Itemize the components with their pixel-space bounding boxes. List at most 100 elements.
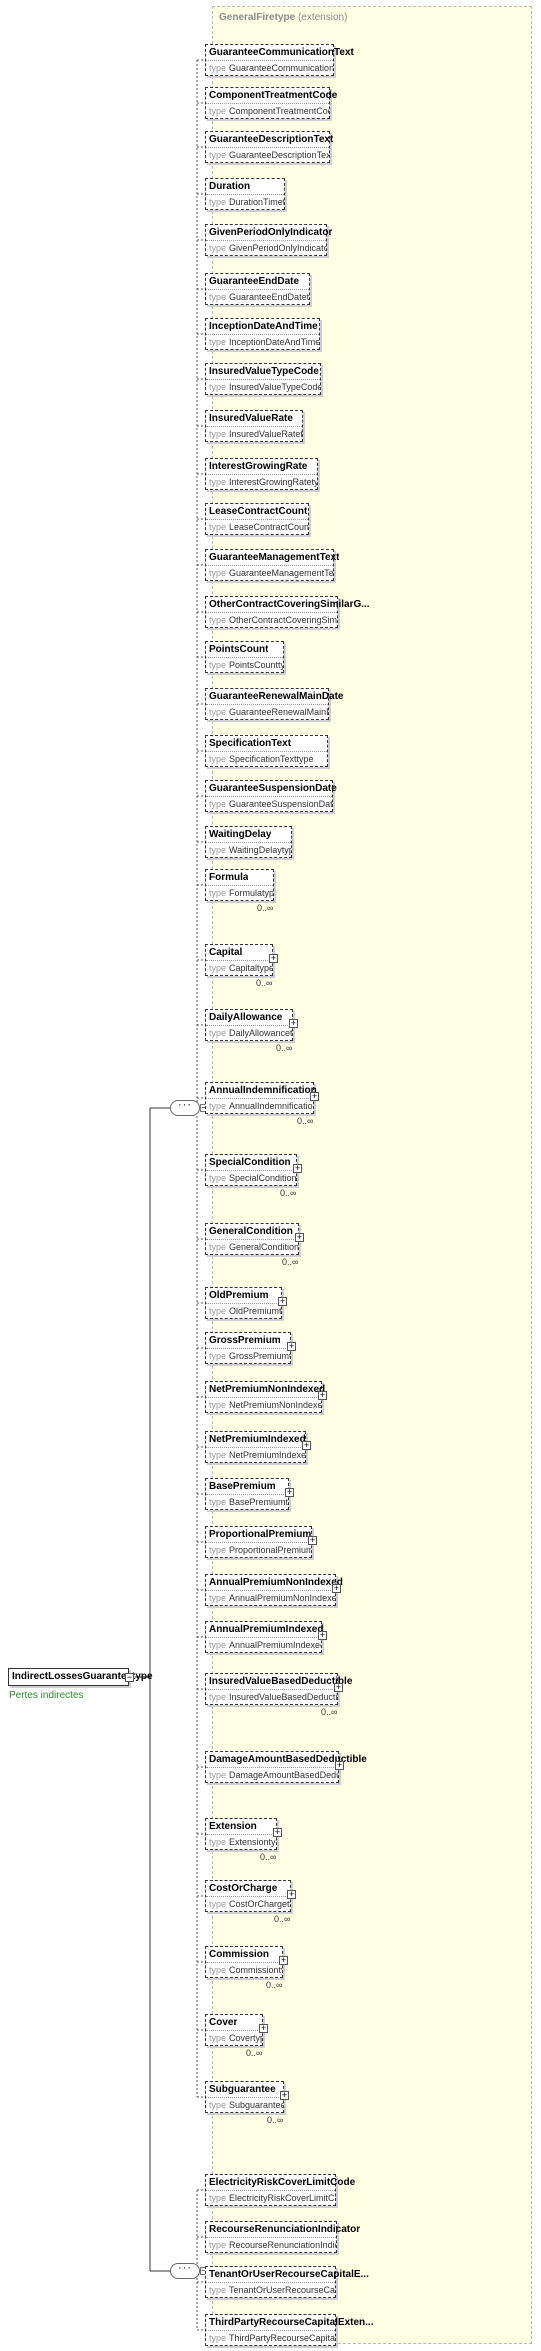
sequence-compositor-icon[interactable]: ···− — [170, 2263, 208, 2279]
element-type: typeOtherContractCoveringSimilarGu... — [206, 612, 337, 628]
expand-icon[interactable]: + — [259, 2023, 268, 2033]
expand-icon[interactable]: + — [280, 2090, 289, 2100]
collapse-icon[interactable]: − — [125, 1672, 134, 1682]
expand-icon[interactable]: + — [302, 1440, 311, 1450]
expand-icon[interactable]: + — [278, 1296, 287, 1306]
expand-icon[interactable]: + — [279, 1955, 288, 1965]
root-element[interactable]: IndirectLossesGuaranteetype − — [8, 1668, 153, 1686]
schema-element[interactable]: BasePremiumtypeBasePremiumtype+ — [205, 1478, 294, 1510]
element-name: NetPremiumIndexed — [209, 1434, 306, 1445]
expand-icon[interactable]: + — [335, 1760, 344, 1770]
schema-element[interactable]: OldPremiumtypeOldPremiumtype+ — [205, 1287, 287, 1319]
sequence-compositor-icon[interactable]: ···− — [170, 1100, 208, 1116]
type-name: RecourseRenunciationIndicatort... — [229, 2240, 336, 2250]
expand-icon[interactable]: + — [273, 1827, 282, 1837]
schema-element[interactable]: DurationtypeDurationTimetype — [205, 178, 285, 210]
element-name: OldPremium — [209, 1290, 269, 1301]
expand-icon[interactable]: + — [287, 1889, 296, 1899]
element-type: typeRecourseRenunciationIndicatort... — [206, 2237, 336, 2253]
element-name: Commission — [209, 1949, 270, 1960]
element-type: typeGuaranteeRenewalMainDatetype — [206, 704, 328, 720]
schema-element[interactable]: ExtensiontypeExtensiontype+ — [205, 1818, 282, 1850]
schema-element[interactable]: CovertypeCovertype+ — [205, 2014, 268, 2046]
schema-element[interactable]: GuaranteeEndDatetypeGuaranteeEndDatetype — [205, 273, 310, 305]
schema-element[interactable]: CostOrChargetypeCostOrChargetype+ — [205, 1880, 296, 1912]
schema-element[interactable]: SubguaranteetypeSubguaranteetype+ — [205, 2081, 289, 2113]
element-type: typeThirdPartyRecourseCapitalExten... — [206, 2330, 335, 2346]
schema-element[interactable]: SpecialConditiontypeSpecialConditiontype… — [205, 1154, 302, 1186]
expand-icon[interactable]: + — [318, 1630, 327, 1640]
expand-icon[interactable]: + — [269, 953, 278, 963]
schema-element[interactable]: NetPremiumIndexedtypeNetPremiumIndexedty… — [205, 1431, 311, 1463]
extension-name: GeneralFiretype — [219, 12, 296, 23]
expand-icon[interactable]: + — [318, 1390, 327, 1400]
element-name: CostOrCharge — [209, 1883, 278, 1894]
schema-element[interactable]: InsuredValueRatetypeInsuredValueRatetype — [205, 410, 303, 442]
expand-icon[interactable]: + — [287, 1341, 296, 1351]
schema-element[interactable]: Commission typeCommissiontype+ — [205, 1946, 288, 1978]
type-name: OtherContractCoveringSimilarGu... — [229, 615, 337, 625]
element-name: DailyAllowance — [209, 1012, 283, 1023]
schema-element[interactable]: GrossPremiumtypeGrossPremiumtype+ — [205, 1332, 296, 1364]
element-type: typeCommissiontype — [206, 1962, 282, 1978]
schema-element[interactable]: DailyAllowancetypeDailyAllowancetype+ — [205, 1009, 298, 1041]
schema-element[interactable]: LeaseContractCounttypeLeaseContractCount… — [205, 503, 309, 535]
expand-icon[interactable]: + — [308, 1535, 317, 1545]
expand-icon[interactable]: + — [295, 1232, 304, 1242]
expand-icon[interactable]: + — [332, 1583, 341, 1593]
expand-icon[interactable]: + — [310, 1091, 319, 1101]
type-keyword: type — [209, 1450, 227, 1460]
expand-icon[interactable]: + — [289, 1018, 298, 1028]
schema-element[interactable]: FormulatypeFormulatype — [205, 869, 274, 901]
cardinality-label: 0..∞ — [246, 2048, 263, 2058]
element-name: TenantOrUserRecourseCapitalE... — [209, 2269, 369, 2280]
element-name: GuaranteeCommunicationText — [209, 47, 354, 58]
element-name: GuaranteeSuspensionDate — [209, 783, 337, 794]
expand-icon[interactable]: + — [285, 1487, 294, 1497]
type-keyword: type — [209, 1545, 227, 1555]
element-name: InterestGrowingRate — [209, 461, 308, 472]
element-name: GuaranteeRenewalMainDate — [209, 691, 344, 702]
expand-icon[interactable]: + — [334, 1682, 343, 1692]
schema-element[interactable]: WaitingDelaytypeWaitingDelaytype — [205, 826, 292, 858]
expand-icon[interactable]: + — [293, 1163, 302, 1173]
type-keyword: type — [209, 2100, 227, 2110]
schema-element[interactable]: GeneralConditiontypeGeneralConditiontype… — [205, 1223, 304, 1255]
type-keyword: type — [209, 1497, 227, 1507]
element-name: PointsCount — [209, 644, 269, 655]
element-type: typeElectricityRiskCoverLimitCodetype — [206, 2190, 335, 2206]
schema-element[interactable]: PointsCounttypePointsCounttype — [205, 641, 284, 673]
element-name: GrossPremium — [209, 1335, 281, 1346]
